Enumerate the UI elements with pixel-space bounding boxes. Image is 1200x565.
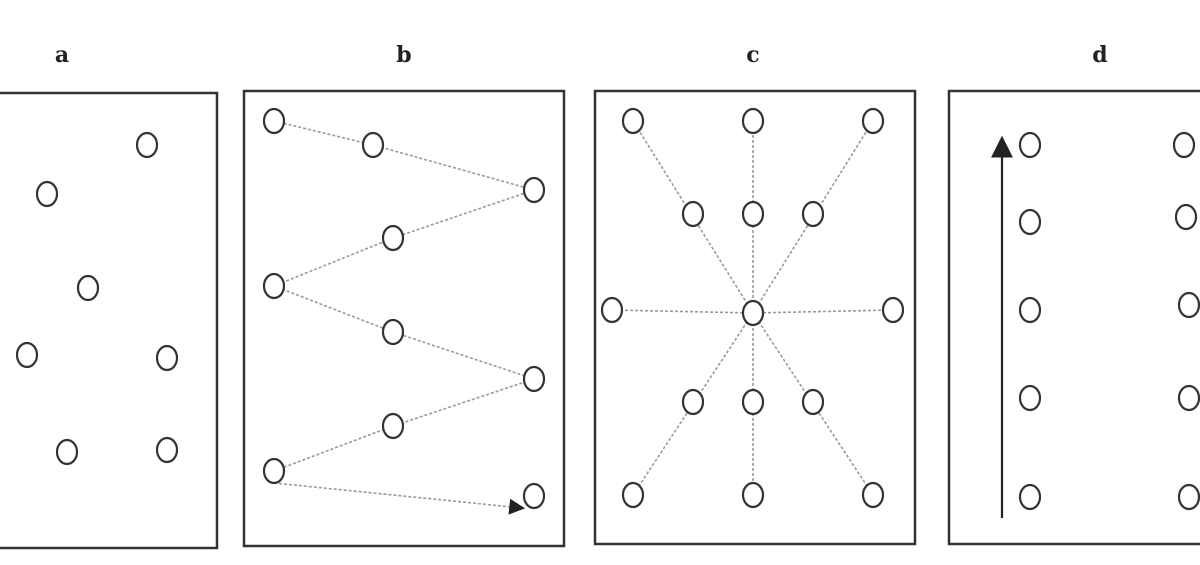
ray-line [752,309,894,314]
site-marker [381,318,405,346]
panel-a [0,91,219,550]
site-marker [76,274,100,302]
site-marker [621,107,645,135]
site-marker [801,200,825,228]
panel-a-sites [15,131,179,466]
site-marker [381,412,405,440]
site-marker [1172,131,1196,159]
ray-line [632,120,754,314]
site-marker [881,296,905,324]
panel-d-sites [1018,131,1200,511]
site-marker [1177,483,1200,511]
site-marker [1177,384,1200,412]
panel-b-frame [242,89,566,548]
site-marker [1018,131,1042,159]
site-marker [621,481,645,509]
site-marker [681,388,705,416]
ray-line [752,120,874,314]
panel-c-frame [593,89,917,546]
site-marker [861,107,885,135]
site-marker [741,481,765,509]
site-marker [1018,208,1042,236]
panel-a-frame [0,91,219,550]
site-marker [741,299,765,327]
site-marker [35,180,59,208]
panel-b-path [271,120,537,515]
panel-b-label: b [396,42,411,68]
site-marker [522,482,546,510]
site-marker [155,436,179,464]
ray-line [752,312,874,496]
site-marker [741,200,765,228]
site-marker [135,131,159,159]
panel-b-sites [262,107,546,510]
site-marker [381,224,405,252]
panel-c [593,89,917,546]
site-marker [741,388,765,416]
site-marker [600,296,624,324]
zigzag-path-end [273,482,526,515]
panel-c-sites [600,107,905,509]
site-marker [361,131,385,159]
zigzag-path [271,120,537,472]
panel-d-frame [947,89,1200,546]
site-marker [155,344,179,372]
site-marker [15,341,39,369]
site-marker [681,200,705,228]
site-marker [1018,296,1042,324]
site-marker [522,176,546,204]
site-marker [861,481,885,509]
site-marker [1174,203,1198,231]
site-marker [262,272,286,300]
panel-c-label: c [746,42,759,68]
site-marker [1018,483,1042,511]
panel-d [947,89,1200,546]
site-marker [522,365,546,393]
ray-line [632,312,754,496]
panel-b [242,89,566,548]
site-marker [1177,291,1200,319]
site-marker [741,107,765,135]
site-marker [262,457,286,485]
site-marker [55,438,79,466]
site-marker [801,388,825,416]
site-marker [262,107,286,135]
site-marker [1018,384,1042,412]
ray-line [611,309,754,314]
panel-a-label: a [55,42,69,68]
panel-d-label: d [1092,42,1107,68]
